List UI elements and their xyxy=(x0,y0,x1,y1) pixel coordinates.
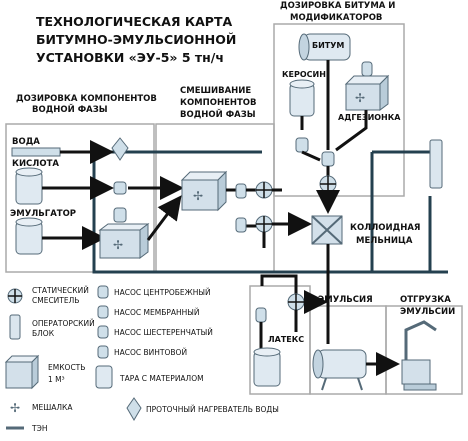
legend-tank: ЕМКОСТЬ 1 М³ xyxy=(4,354,85,390)
water-dosing-title-1: ДОЗИРОВКА КОМПОНЕНТОВ xyxy=(16,94,157,104)
svg-text:✢: ✢ xyxy=(193,189,203,203)
main-frame-line xyxy=(92,150,448,274)
svg-text:НАСОС МЕМБРАННЫЙ: НАСОС МЕМБРАННЫЙ xyxy=(114,308,200,317)
mill-label-2: МЕЛЬНИЦА xyxy=(356,236,413,246)
legend-static-mixer: СТАТИЧЕСКИЙ СМЕСИТЕЛЬ xyxy=(7,286,89,305)
adhesion-mixing-tank: ✢ xyxy=(344,74,390,111)
kerosene-container xyxy=(289,79,315,117)
svg-text:НАСОС ЦЕНТРОБЕЖНЫЙ: НАСОС ЦЕНТРОБЕЖНЫЙ xyxy=(114,288,211,297)
title-line-1: ТЕХНОЛОГИЧЕСКАЯ КАРТА xyxy=(36,14,232,29)
svg-text:✢: ✢ xyxy=(355,91,365,105)
water-mixing-title-2: КОМПОНЕНТОВ xyxy=(180,98,257,108)
shipping-title-2: ЭМУЛЬСИИ xyxy=(400,307,455,317)
shipping-title-1: ОТГРУЗКА xyxy=(400,295,451,305)
svg-text:СТАТИЧЕСКИЙ: СТАТИЧЕСКИЙ xyxy=(32,286,89,295)
svg-text:ТЭН: ТЭН xyxy=(31,424,47,433)
bitumen-gear-pump xyxy=(321,151,335,167)
water-mixing-title-3: ВОДНОЙ ФАЗЫ xyxy=(180,108,256,120)
bitumen-dosing-title-1: ДОЗИРОВКА БИТУМА И xyxy=(280,1,395,11)
water-static-mixer xyxy=(255,181,273,199)
latex-label: ЛАТЕКС xyxy=(268,335,304,344)
legend: СТАТИЧЕСКИЙ СМЕСИТЕЛЬ ОПЕРАТОРСКИЙ БЛОК … xyxy=(4,285,279,433)
screw-pump-water-2 xyxy=(235,217,247,233)
bitumen-label: БИТУМ xyxy=(312,41,344,50)
latex-top-pipe xyxy=(260,274,298,298)
latex-static-mixer xyxy=(287,293,305,311)
mill-label-1: КОЛЛОИДНАЯ xyxy=(350,223,420,233)
emulsifier-to-mixer-pipe xyxy=(146,195,182,241)
water-heater-unit xyxy=(11,147,61,157)
title-line-2: БИТУМНО-ЭМУЛЬСИОННОЙ xyxy=(36,32,236,47)
svg-text:НАСОС ВИНТОВОЙ: НАСОС ВИНТОВОЙ xyxy=(114,348,187,357)
adhesion-gear-pump xyxy=(361,61,373,77)
water-label: ВОДА xyxy=(12,137,40,147)
latex-pump xyxy=(255,307,267,323)
water-dosing-title-2: ВОДНОЙ ФАЗЫ xyxy=(32,103,108,115)
colloid-mill xyxy=(311,215,343,245)
adhesion-label: АДГЕЗИОНКА xyxy=(338,113,401,122)
gear-pump xyxy=(113,207,127,223)
legend-pump-screw: НАСОС ВИНТОВОЙ xyxy=(97,345,187,359)
latex-container xyxy=(253,347,281,387)
emulsion-title: ЭМУЛЬСИЯ xyxy=(318,295,373,305)
svg-text:ТАРА С МАТЕРИАЛОМ: ТАРА С МАТЕРИАЛОМ xyxy=(119,374,204,383)
emulsion-tank xyxy=(312,349,367,391)
water-mixing-title-1: СМЕШИВАНИЕ xyxy=(180,86,251,96)
emulsifier-container xyxy=(15,217,43,255)
bitumen-dosing-title-2: МОДИФИКАТОРОВ xyxy=(290,13,382,23)
acid-label: КИСЛОТА xyxy=(12,159,59,169)
shipping-box xyxy=(385,305,463,395)
diagram-title: ТЕХНОЛОГИЧЕСКАЯ КАРТА БИТУМНО-ЭМУЛЬСИОНН… xyxy=(36,14,236,65)
legend-pump-centrifugal: НАСОС ЦЕНТРОБЕЖНЫЙ xyxy=(97,285,211,299)
water-dosing-box xyxy=(5,123,155,273)
acid-pump xyxy=(113,181,127,195)
legend-pump-gear: НАСОС ШЕСТЕРЕНЧАТЫЙ xyxy=(97,325,213,339)
acid-container xyxy=(15,167,43,205)
legend-water-heater: ПРОТОЧНЫЙ НАГРЕВАТЕЛЬ ВОДЫ xyxy=(126,397,279,421)
water-mixing-tank: ✢ xyxy=(180,170,228,212)
svg-text:1 М³: 1 М³ xyxy=(48,375,65,384)
emulsifier-label: ЭМУЛЬГАТОР xyxy=(10,209,76,219)
water-flow-heater xyxy=(111,137,129,161)
title-line-3: УСТАНОВКИ «ЭУ-5» 5 тн/ч xyxy=(36,50,224,65)
kerosene-join-pipe xyxy=(301,150,321,162)
svg-text:ОПЕРАТОРСКИЙ: ОПЕРАТОРСКИЙ xyxy=(32,319,95,328)
kerosene-label: КЕРОСИН xyxy=(282,70,326,79)
legend-container: ТАРА С МАТЕРИАЛОМ xyxy=(95,365,204,389)
operator-block xyxy=(429,139,443,189)
bitumen-static-mixer xyxy=(319,175,337,193)
svg-text:НАСОС ШЕСТЕРЕНЧАТЫЙ: НАСОС ШЕСТЕРЕНЧАТЫЙ xyxy=(114,328,213,337)
kerosene-pump xyxy=(295,137,309,153)
water-static-mixer-2 xyxy=(255,215,273,233)
legend-heater-element: ТЭН xyxy=(6,424,47,433)
screw-pump-water xyxy=(235,183,247,199)
svg-text:МЕШАЛКА: МЕШАЛКА xyxy=(32,403,73,412)
shipping-loader xyxy=(401,320,437,391)
svg-text:СМЕСИТЕЛЬ: СМЕСИТЕЛЬ xyxy=(32,296,79,305)
svg-text:✢: ✢ xyxy=(113,238,123,252)
svg-text:✢: ✢ xyxy=(10,401,20,415)
legend-operator-unit: ОПЕРАТОРСКИЙ БЛОК xyxy=(9,314,95,340)
adhesion-pipe xyxy=(335,110,368,152)
svg-text:БЛОК: БЛОК xyxy=(32,329,55,338)
legend-pump-membrane: НАСОС МЕМБРАННЫЙ xyxy=(97,305,200,319)
svg-text:ЕМКОСТЬ: ЕМКОСТЬ xyxy=(48,363,85,372)
svg-text:ПРОТОЧНЫЙ НАГРЕВАТЕЛЬ ВОДЫ: ПРОТОЧНЫЙ НАГРЕВАТЕЛЬ ВОДЫ xyxy=(146,405,279,414)
emulsifier-mixing-tank: ✢ xyxy=(98,223,150,259)
bitumen-tank: БИТУМ xyxy=(298,33,351,61)
legend-stirrer: ✢ МЕШАЛКА xyxy=(10,401,73,415)
